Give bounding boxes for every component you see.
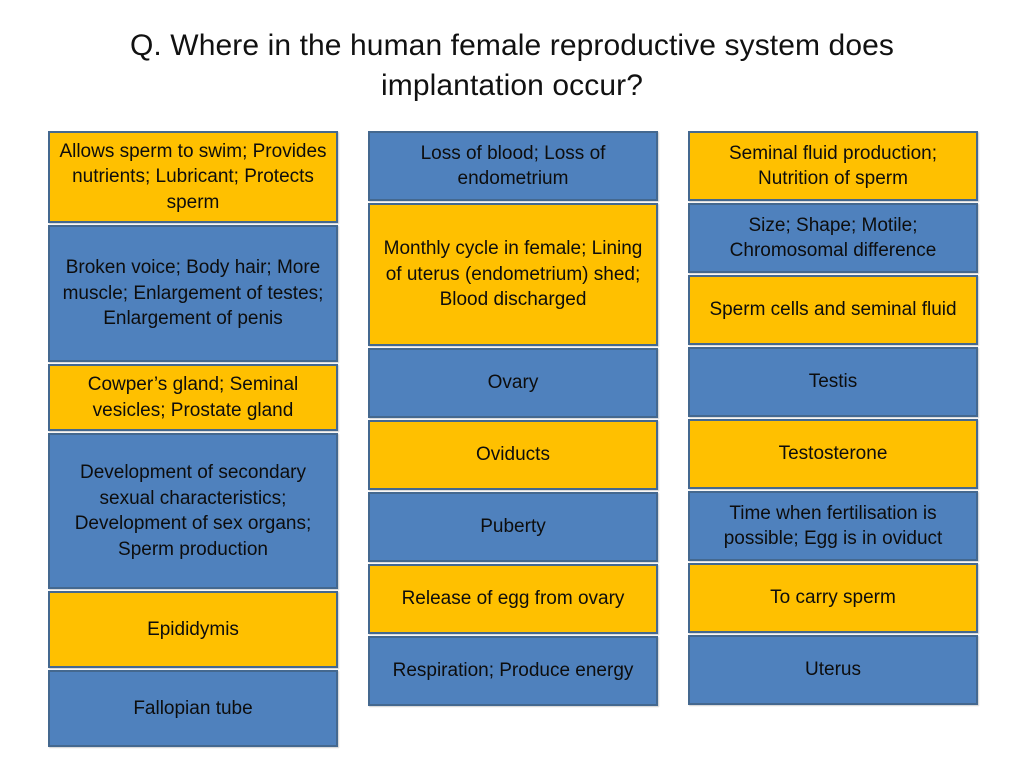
answer-card[interactable]: Development of secondary sexual characte…	[48, 433, 338, 589]
answer-card[interactable]: Fallopian tube	[48, 670, 338, 747]
answer-card[interactable]: Size; Shape; Motile; Chromosomal differe…	[688, 203, 978, 273]
answer-card[interactable]: Broken voice; Body hair; More muscle; En…	[48, 225, 338, 362]
answer-card-label: Ovary	[487, 372, 539, 394]
answer-card-label: Sperm cells and seminal fluid	[709, 299, 957, 321]
answer-card-label: Oviducts	[476, 444, 550, 466]
answer-card-label: Time when fertilisation is possible; Egg…	[723, 502, 943, 550]
answer-card[interactable]: Cowper’s gland; Seminal vesicles; Prosta…	[48, 364, 338, 431]
answer-card[interactable]: Uterus	[688, 635, 978, 705]
answer-card[interactable]: Loss of blood; Loss of endometrium	[368, 131, 658, 201]
answer-card-label: Release of egg from ovary	[401, 588, 625, 610]
column-1: Allows sperm to swim; Provides nutrients…	[48, 131, 338, 749]
answer-card-label: Allows sperm to swim; Provides nutrients…	[59, 140, 327, 213]
answer-card-label: To carry sperm	[770, 587, 896, 609]
answer-card[interactable]: Epididymis	[48, 591, 338, 668]
answer-card[interactable]: Time when fertilisation is possible; Egg…	[688, 491, 978, 561]
answer-card[interactable]: Seminal fluid production; Nutrition of s…	[688, 131, 978, 201]
answer-card[interactable]: Testosterone	[688, 419, 978, 489]
answer-card-label: Testis	[808, 371, 858, 393]
answer-card[interactable]: Testis	[688, 347, 978, 417]
column-3: Seminal fluid production; Nutrition of s…	[688, 131, 978, 707]
answer-card[interactable]: Respiration; Produce energy	[368, 636, 658, 706]
answer-card-label: Fallopian tube	[133, 697, 253, 719]
answer-card-label: Loss of blood; Loss of endometrium	[420, 142, 606, 190]
answer-card-label: Cowper’s gland; Seminal vesicles; Prosta…	[87, 374, 299, 421]
answer-card[interactable]: Monthly cycle in female; Lining of uteru…	[368, 203, 658, 346]
answer-card-label: Size; Shape; Motile; Chromosomal differe…	[729, 214, 937, 262]
column-2: Loss of blood; Loss of endometrium Month…	[368, 131, 658, 708]
answer-card-label: Uterus	[805, 659, 861, 681]
card-columns: Allows sperm to swim; Provides nutrients…	[0, 131, 1024, 751]
answer-card[interactable]: Puberty	[368, 492, 658, 562]
answer-card[interactable]: Sperm cells and seminal fluid	[688, 275, 978, 345]
answer-card[interactable]: Release of egg from ovary	[368, 564, 658, 634]
answer-card-label: Puberty	[480, 516, 546, 538]
page-title: Q. Where in the human female reproductiv…	[130, 29, 894, 102]
answer-card[interactable]: Oviducts	[368, 420, 658, 490]
answer-card-label: Monthly cycle in female; Lining of uteru…	[383, 238, 643, 311]
answer-card-label: Seminal fluid production; Nutrition of s…	[728, 142, 938, 190]
answer-card[interactable]: Ovary	[368, 348, 658, 418]
answer-card-label: Testosterone	[778, 443, 888, 465]
answer-card-label: Epididymis	[147, 618, 239, 640]
answer-card-label: Broken voice; Body hair; More muscle; En…	[62, 257, 324, 330]
answer-card[interactable]: To carry sperm	[688, 563, 978, 633]
answer-card[interactable]: Allows sperm to swim; Provides nutrients…	[48, 131, 338, 223]
answer-card-label: Respiration; Produce energy	[392, 660, 634, 682]
answer-card-label: Development of secondary sexual characte…	[74, 462, 312, 560]
